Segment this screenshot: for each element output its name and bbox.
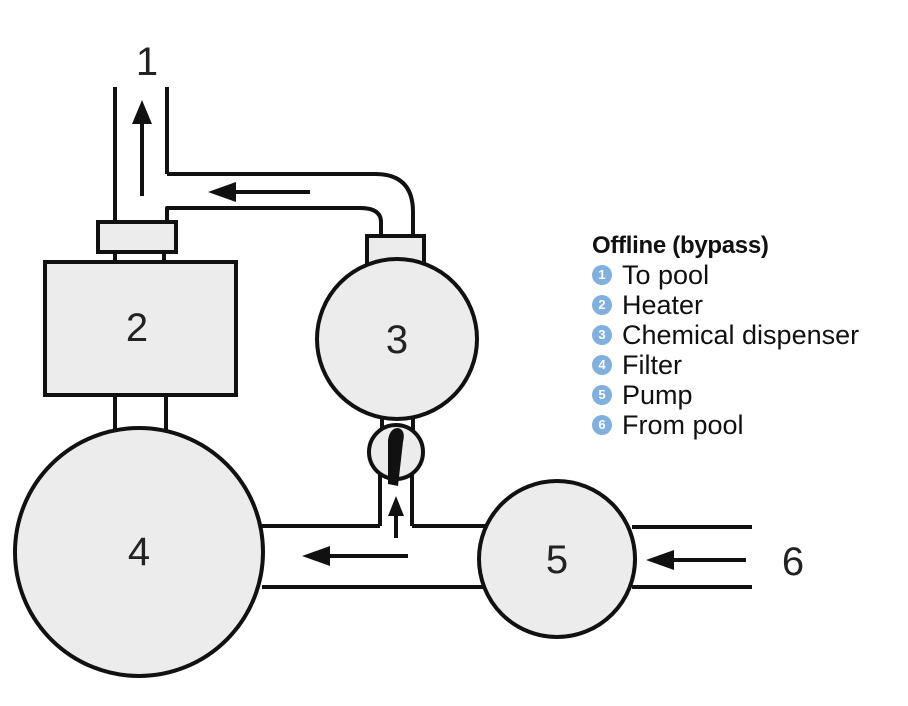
chemical-dispenser: [315, 257, 479, 421]
arrow-left-main: [302, 546, 408, 566]
number-3-icon: 3: [592, 325, 612, 345]
number-1-icon: 1: [592, 265, 612, 285]
legend-label: To pool: [622, 260, 710, 290]
legend-item: 1 To pool: [592, 260, 859, 290]
legend-label: Chemical dispenser: [622, 320, 860, 350]
legend-item: 2 Heater: [592, 290, 859, 320]
check-valve: [367, 423, 425, 486]
from-pool-number: 6: [782, 540, 804, 584]
number-5-icon: 5: [592, 385, 612, 405]
number-2-icon: 2: [592, 295, 612, 315]
legend-item: 5 Pump: [592, 380, 859, 410]
legend-label: Filter: [622, 350, 682, 380]
legend-item: 6 From pool: [592, 410, 859, 440]
legend-label: Heater: [622, 290, 704, 320]
heater: [43, 260, 238, 397]
legend-label: From pool: [622, 410, 744, 440]
arrow-left-from-pool: [646, 550, 746, 570]
arrow-up-into-valve: [388, 496, 404, 538]
number-4-icon: 4: [592, 355, 612, 375]
arrow-up-to-pool: [132, 100, 152, 196]
filter: [13, 426, 265, 678]
legend-title: Offline (bypass): [592, 232, 769, 259]
dispenser-number: 3: [386, 318, 408, 362]
legend-label: Pump: [622, 380, 693, 410]
to-pool-pipe: [113, 87, 415, 236]
main-pipe: [262, 470, 488, 589]
pump-number: 5: [546, 538, 568, 582]
arrow-left-bypass-top: [208, 182, 310, 202]
to-pool-number: 1: [136, 40, 158, 84]
number-6-icon: 6: [592, 415, 612, 435]
filter-number: 4: [128, 530, 150, 574]
pump: [477, 479, 637, 639]
legend: Offline (bypass) 1 To pool 2 Heater 3 Ch…: [592, 232, 859, 440]
legend-item: 4 Filter: [592, 350, 859, 380]
heater-number: 2: [126, 306, 148, 350]
legend-item: 3 Chemical dispenser: [592, 320, 859, 350]
heater-top-fitting: [96, 220, 178, 254]
